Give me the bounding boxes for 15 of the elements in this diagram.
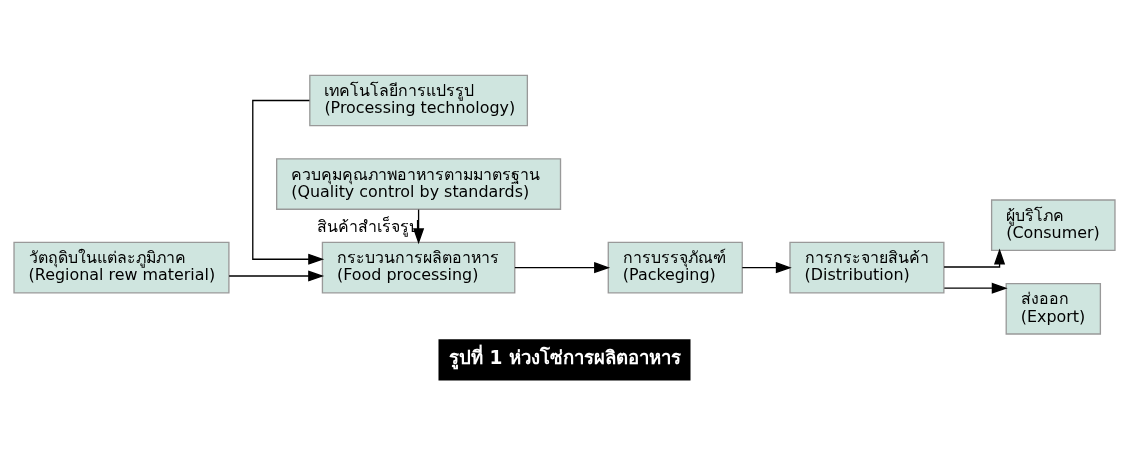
node-box: เทคโนโลยีการแปรรูป (Processing technology) [309, 74, 529, 127]
arrow [228, 270, 325, 282]
arrow [741, 262, 792, 274]
node-box: ส่งออก (Export) [1005, 282, 1102, 335]
node-box: การบรรจุภัณฑ์ (Packeging) [607, 241, 743, 294]
arrow [514, 262, 611, 274]
node-box: ควบคุมคุณภาพอาหารตามมาตรฐาน (Quality control by standards) [276, 158, 562, 210]
arrow [943, 248, 1006, 268]
node-box: วัตถุดิบในแต่ละภูมิภาค (Regional rew material) [13, 241, 230, 294]
arrow [252, 99, 325, 265]
node-box: กระบวนการผลิตอาหาร (Food processing) [321, 241, 516, 294]
arrow [943, 282, 1008, 294]
node-box: การกระจายสินค้า (Distribution) [789, 241, 945, 294]
node-box: ผู้บริโภค (Consumer) [990, 199, 1116, 252]
edge-label: สินค้าสำเร็จรูป [316, 217, 419, 237]
